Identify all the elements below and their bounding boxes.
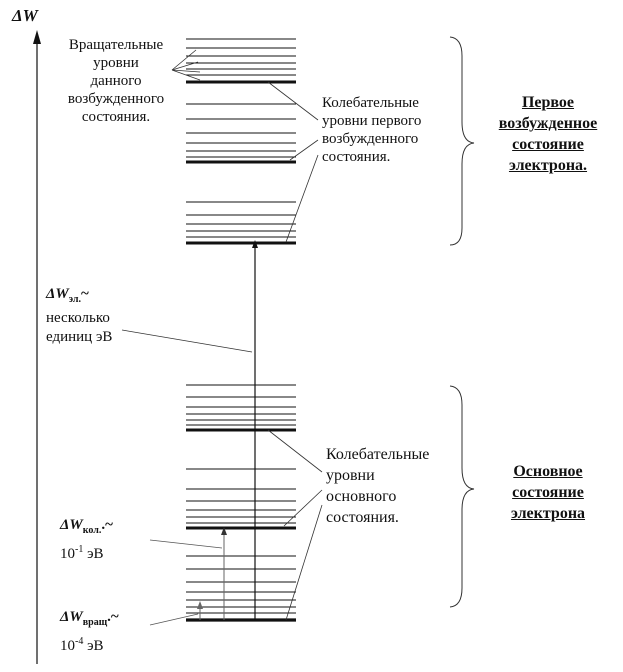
energy-axis-label: ΔW <box>12 6 38 25</box>
excited-vib-group-3 <box>186 201 296 245</box>
ground-vib-group-3 <box>186 555 296 622</box>
vibrational-transition-arrowhead <box>221 527 227 535</box>
ground-state-title: Основное состояние электрона <box>510 463 586 522</box>
rotational-levels-label: Вращательные уровни данного возбужденног… <box>67 37 165 125</box>
ground-vib-levels-label: Колебательные уровни основного состояния… <box>326 446 430 526</box>
ground-state-brace <box>449 385 475 608</box>
rotational-gap-label: ΔWвращ.~ 10-4 эВ <box>60 609 119 654</box>
electronic-gap-label: ΔWэл.~ несколько единиц эВ <box>46 286 113 345</box>
rotational-gap-leader <box>149 613 199 626</box>
electronic-gap-leader <box>121 329 253 353</box>
excited-state-brace <box>449 36 475 246</box>
vibrational-gap-leader <box>149 539 223 549</box>
rotational-transition-arrowhead <box>197 601 203 609</box>
vibrational-gap-label: ΔWкол..~ 10-1 эВ <box>60 517 113 562</box>
ground-vib-group-1 <box>186 384 296 432</box>
excited-vib-leader-lines <box>267 81 319 243</box>
energy-axis-arrowhead <box>33 30 41 44</box>
first-excited-state-title: Первое возбужденное состояние электрона. <box>498 94 598 174</box>
ground-vib-group-2 <box>186 468 296 530</box>
ground-vib-leader-lines <box>267 429 323 621</box>
excited-vib-levels-label: Колебательные уровни первого возбужденно… <box>322 95 422 165</box>
excited-vib-group-2 <box>186 103 296 164</box>
electronic-transition-arrowhead <box>252 240 258 248</box>
rotational-leader-lines <box>171 49 201 81</box>
excited-vib-group-1 <box>186 38 296 84</box>
